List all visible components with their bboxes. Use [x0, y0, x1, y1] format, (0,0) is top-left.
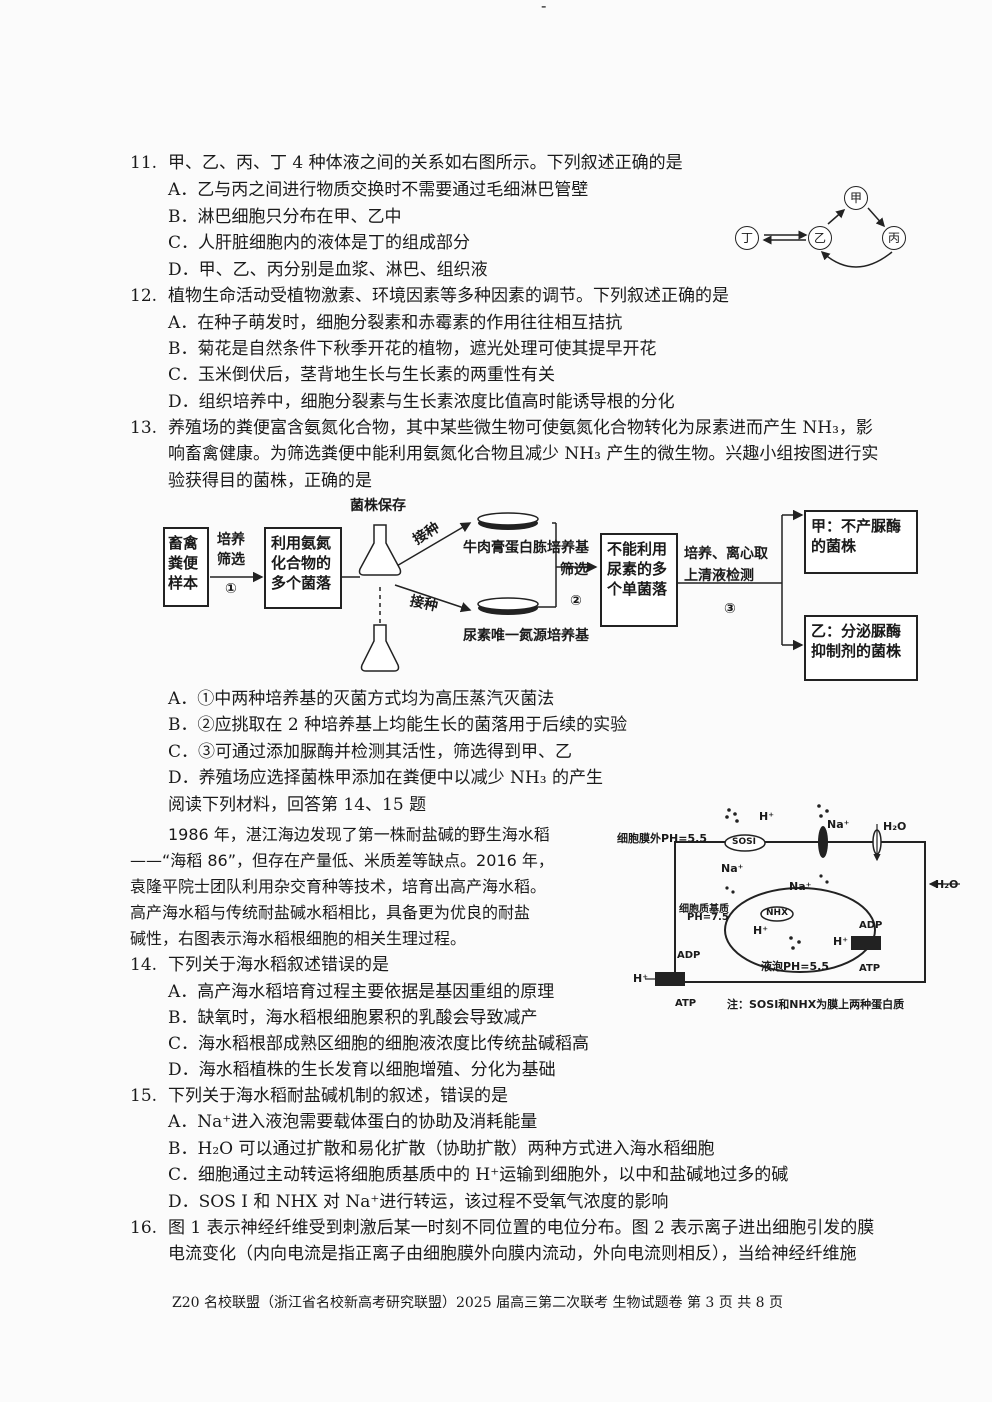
sosi-protein-label: SOSI: [732, 837, 756, 847]
adp-left-label: ADP: [677, 950, 701, 961]
na-in-label: Na⁺: [721, 862, 744, 875]
node-yi: 乙: [808, 226, 832, 250]
step3-label-a: 培养、离心取: [684, 546, 768, 562]
hplus-top-label: H⁺: [759, 810, 775, 823]
strain-yi-box: 乙：分泌脲酶抑制剂的菌株: [804, 615, 918, 681]
h2o-right-label: H₂O: [935, 878, 959, 891]
question-15-stem: 15.下列关于海水稻耐盐碱机制的叙述，错误的是: [130, 1086, 508, 1106]
q15-option-b: B．H₂O 可以通过扩散和易化扩散（协助扩散）两种方式进入海水稻细胞: [168, 1139, 715, 1159]
step3-number: ③: [724, 601, 736, 617]
sample-box: 畜禽粪便样本: [163, 527, 209, 607]
hplus-left-label: H⁺: [633, 972, 649, 985]
step1-culture-label: 培养: [217, 532, 245, 548]
reading-line-5: 碱性，右图表示海水稻根细胞的相关生理过程。: [130, 929, 467, 948]
step1-screen-label: 筛选: [217, 552, 245, 568]
root-cell-diagram: 细胞膜外PH=5.5 SOSI H⁺ Na⁺ H₂O H₂O Na⁺ Na⁺ 细…: [615, 802, 965, 1017]
question-13-stem-line1: 13.养殖场的粪便富含氨氮化合物，其中某些微生物可使氨氮化合物转化为尿素进而产生…: [130, 418, 873, 438]
q15-option-a: A．Na⁺进入液泡需要载体蛋白的协助及消耗能量: [168, 1112, 538, 1132]
page-footer: Z20 名校联盟（浙江省名校新高考研究联盟）2025 届高三第二次联考 生物试题…: [172, 1295, 784, 1311]
outside-ph-label: 细胞膜外PH=5.5: [617, 832, 707, 845]
colonies-box: 利用氨氮化合物的多个菌落: [264, 527, 342, 609]
q11-option-d: D．甲、乙、丙分别是血浆、淋巴、组织液: [168, 260, 488, 280]
adp-right-label: ADP: [859, 920, 883, 931]
atp-left-label: ATP: [675, 998, 697, 1009]
reading-intro: 阅读下列材料，回答第 14、15 题: [168, 795, 427, 815]
q15-option-d: D．SOS Ⅰ 和 NHX 对 Na⁺进行转运，该过程不受氧气浓度的影响: [168, 1192, 669, 1212]
reading-line-1: 1986 年，湛江海边发现了第一株耐盐碱的野生海水稻: [168, 825, 550, 844]
q12-option-d: D．组织培养中，细胞分裂素与生长素浓度比值高时能诱导根的分化: [168, 392, 675, 412]
step2-screen-label: 筛选: [560, 562, 588, 578]
beef-peptone-medium-label: 牛肉膏蛋白胨培养基: [463, 540, 589, 556]
question-11-stem: 11.甲、乙、丙、丁 4 种体液之间的关系如右图所示。下列叙述正确的是: [130, 153, 683, 173]
atp-right-label: ATP: [859, 963, 881, 974]
q12-option-a: A．在种子萌发时，细胞分裂素和赤霉素的作用往往相互拮抗: [168, 313, 623, 333]
flowchart-lines: [210, 509, 804, 672]
reading-line-2: ——“海稻 86”，但存在产量低、米质差等缺点。2016 年，: [130, 851, 554, 870]
q12-option-b: B．菊花是自然条件下秋季开花的植物，遮光处理可使其提早开花: [168, 339, 657, 359]
q11-option-b: B．淋巴细胞只分布在甲、乙中: [168, 207, 402, 227]
reading-line-4: 高产海水稻与传统耐盐碱水稻相比，具备更为优良的耐盐: [130, 903, 531, 922]
body-fluid-arrows: [762, 207, 893, 268]
diagram-note: 注：SOSI和NHX为膜上两种蛋白质: [727, 998, 905, 1011]
q11-option-a: A．乙与丙之间进行物质交换时不需要通过毛细淋巴管壁: [168, 180, 589, 200]
hplus-pump-label: H⁺: [833, 935, 849, 948]
h2o-top-label: H₂O: [883, 820, 907, 833]
step2-number: ②: [570, 593, 582, 609]
strain-jia-box: 甲：不产脲酶的菌株: [804, 510, 918, 574]
node-jia: 甲: [844, 186, 868, 210]
na-mid-label: Na⁺: [789, 880, 812, 893]
q13-option-c: C．③可通过添加脲酶并检测其活性，筛选得到甲、乙: [168, 742, 573, 762]
q14-option-b: B．缺氧时，海水稻根细胞累积的乳酸会导致减产: [168, 1008, 538, 1028]
q11-option-c: C．人肝脏细胞内的液体是丁的组成部分: [168, 233, 471, 253]
q12-option-c: C．玉米倒伏后，茎背地生长与生长素的两重性有关: [168, 365, 556, 385]
node-bing: 丙: [882, 226, 906, 250]
question-12-stem: 12.植物生命活动受植物激素、环境因素等多种因素的调节。下列叙述正确的是: [130, 286, 729, 306]
question-16-stem-line1: 16.图 1 表示神经纤维受到刺激后某一时刻不同位置的电位分布。图 2 表示离子…: [130, 1218, 875, 1238]
question-13-stem-line2: 响畜禽健康。为筛选粪便中能利用氨氮化合物且减少 NH₃ 产生的微生物。兴趣小组按…: [168, 444, 879, 464]
top-mark: -: [541, 0, 547, 15]
node-ding: 丁: [735, 226, 759, 250]
q13-option-d: D．养殖场应选择菌株甲添加在粪便中以减少 NH₃ 的产生: [168, 768, 603, 788]
q14-option-d: D．海水稻植株的生长发育以细胞增殖、分化为基础: [168, 1060, 556, 1080]
hplus-vacuole-label: H⁺: [753, 924, 769, 937]
vacuole-ph-label: 液泡PH=5.5: [761, 960, 829, 973]
strain-storage-label: 菌株保存: [350, 498, 406, 514]
single-colonies-box: 不能利用尿素的多个单菌落: [600, 533, 678, 627]
step1-number: ①: [225, 581, 237, 597]
question-13-stem-line3: 验获得目的菌株，正确的是: [168, 471, 372, 491]
step3-label-b: 上清液检测: [684, 568, 754, 584]
nhx-protein-label: NHX: [766, 908, 789, 918]
q13-option-a: A．①中两种培养基的灭菌方式均为高压蒸汽灭菌法: [168, 689, 555, 709]
q15-option-c: C．细胞通过主动转运将细胞质基质中的 H⁺运输到细胞外，以中和盐碱地过多的碱: [168, 1165, 789, 1185]
q13-option-b: B．②应挑取在 2 种培养基上均能生长的菌落用于后续的实验: [168, 715, 628, 735]
question-14-stem: 14.下列关于海水稻叙述错误的是: [130, 955, 389, 975]
root-cell-shapes: [645, 804, 960, 986]
reading-line-3: 袁隆平院士团队利用杂交育种等技术，培育出高产海水稻。: [130, 877, 547, 896]
q14-option-a: A．高产海水稻培育过程主要依据是基因重组的原理: [168, 982, 555, 1002]
na-top-label: Na⁺: [827, 818, 850, 831]
urea-medium-label: 尿素唯一氮源培养基: [463, 628, 589, 644]
question-16-stem-line2: 电流变化（内向电流是指正离子由细胞膜外向膜内流动，外向电流则相反），当给神经纤维…: [168, 1244, 857, 1264]
screening-flowchart: 畜禽粪便样本 培养 筛选 ① 利用氨氮化合物的多个菌落 菌株保存 接种 接种 牛…: [160, 495, 920, 685]
q14-option-c: C．海水稻根部成熟区细胞的细胞液浓度比传统盐碱稻高: [168, 1034, 590, 1054]
matrix-label: 细胞质基质: [679, 904, 729, 915]
body-fluid-diagram: 甲 丁 乙 丙: [730, 182, 940, 272]
matrix-ph-label: PH=7.5: [687, 912, 729, 923]
